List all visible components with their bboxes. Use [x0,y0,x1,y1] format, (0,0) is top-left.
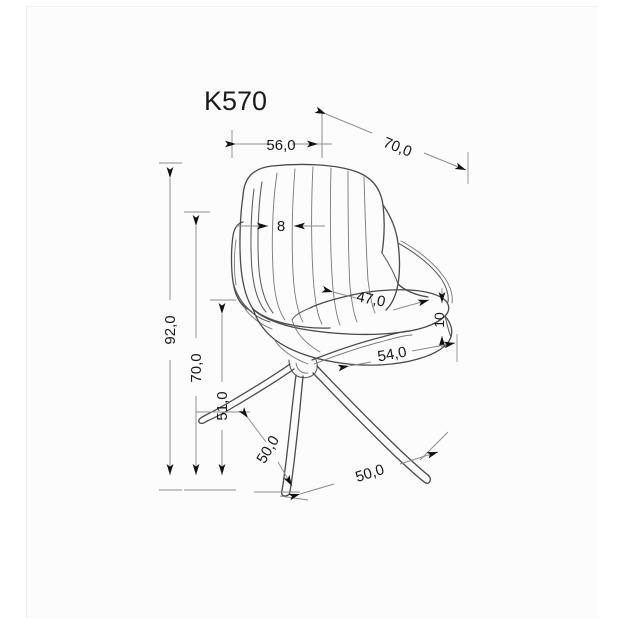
drawing-title: K570 [204,86,267,116]
dimension-seat-depth: 54,0 [337,334,458,372]
dimension-base-span-left: 50,0 [196,407,300,493]
dimension-width-top: 56,0 [225,112,332,158]
chair-illustration [198,163,453,497]
dimension-depth-diagonal: 70,0 [314,106,469,184]
dimension-label-70-vertical: 70,0 [188,353,205,382]
dimension-backrest-thickness: 8 [236,218,325,235]
dimension-label-10: 10 [431,312,447,328]
dimension-base-span-right: 50,0 [279,431,449,501]
dimension-label-54: 54,0 [376,344,408,366]
dimension-label-92: 92,0 [162,315,179,344]
dimension-backrest-height: 70,0 [184,211,210,491]
dimension-label-50-right: 50,0 [353,461,386,486]
dimension-label-47: 47,0 [355,288,387,310]
dimension-label-56: 56,0 [266,137,295,154]
dimension-seat-thickness: 10 [431,288,447,348]
dimension-seat-width: 47,0 [321,285,430,311]
dimension-label-70-diagonal: 70,0 [381,134,414,161]
drawing-frame [26,6,598,618]
dimension-total-height: 92,0 [159,162,182,491]
dimension-label-50-left: 50,0 [253,433,283,467]
dimension-seat-height: 51,0 [210,299,236,491]
dimension-label-51: 51,0 [214,391,231,420]
dimension-label-8: 8 [277,218,285,235]
